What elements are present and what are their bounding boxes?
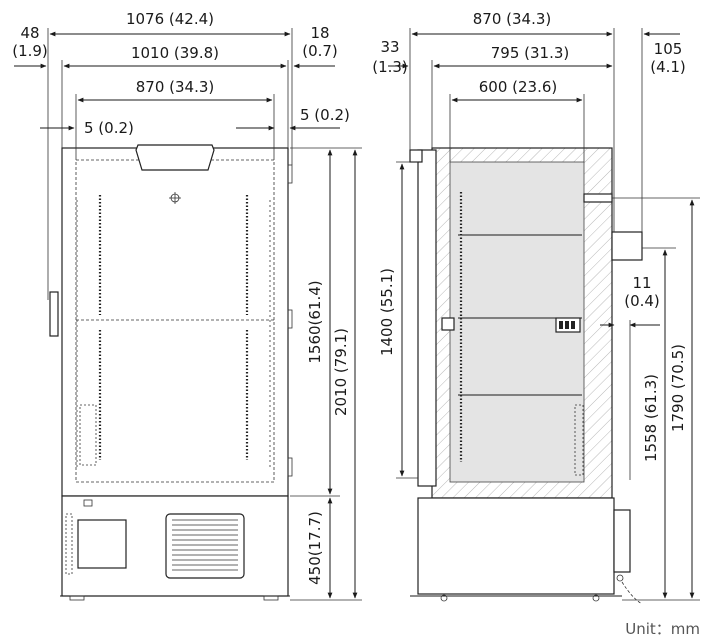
front-inner-width: 870 (34.3) bbox=[136, 78, 215, 96]
vent-grille bbox=[165, 513, 245, 579]
side-rear-port-in: (4.1) bbox=[650, 58, 686, 76]
front-left-margin: 5 (0.2) bbox=[84, 119, 134, 137]
rear-port-lower bbox=[611, 231, 643, 261]
front-hinge-width-in: (0.7) bbox=[302, 42, 338, 60]
front-cabinet-width: 1010 (39.8) bbox=[131, 44, 219, 62]
front-handle-width: 48 bbox=[20, 24, 39, 42]
side-cabinet-depth: 795 (31.3) bbox=[491, 44, 570, 62]
access-panel bbox=[77, 519, 127, 569]
side-port-height-high: 1790 (70.5) bbox=[669, 344, 687, 432]
side-port-depth-in: (0.4) bbox=[624, 292, 660, 310]
top-latch bbox=[135, 144, 215, 171]
lock-icon bbox=[169, 192, 181, 204]
side-base bbox=[417, 497, 615, 595]
unit-label: Unit：mm bbox=[625, 620, 700, 638]
vent-louvers bbox=[172, 519, 238, 571]
side-view: 870 (34.3) 795 (31.3) 600 (23.6) 33 (1.3… bbox=[372, 10, 700, 605]
front-view: 1076 (42.4) 1010 (39.8) 870 (34.3) 48 (1… bbox=[12, 10, 362, 601]
front-base-height: 450(17.7) bbox=[306, 511, 324, 585]
side-inner-depth: 600 (23.6) bbox=[479, 78, 558, 96]
door-handle bbox=[49, 291, 59, 337]
side-port-height-low: 1558 (61.3) bbox=[642, 374, 660, 462]
side-rear-port: 105 bbox=[654, 40, 683, 58]
front-overall-height: 2010 (79.1) bbox=[332, 328, 350, 416]
front-handle-width-in: (1.9) bbox=[12, 42, 48, 60]
side-overall-depth: 870 (34.3) bbox=[473, 10, 552, 28]
side-front-offset: 33 bbox=[380, 38, 399, 56]
side-port-depth: 11 bbox=[632, 274, 651, 292]
side-inner-height: 1400 (55.1) bbox=[378, 268, 396, 356]
front-overall-width: 1076 (42.4) bbox=[126, 10, 214, 28]
front-right-margin: 5 (0.2) bbox=[300, 106, 350, 124]
side-latch bbox=[409, 149, 423, 163]
side-front-offset-in: (1.3) bbox=[372, 58, 408, 76]
front-hinge-width: 18 bbox=[310, 24, 329, 42]
front-door-height: 1560(61.4) bbox=[306, 280, 324, 363]
rear-port-upper bbox=[583, 193, 613, 203]
side-door bbox=[417, 149, 437, 487]
